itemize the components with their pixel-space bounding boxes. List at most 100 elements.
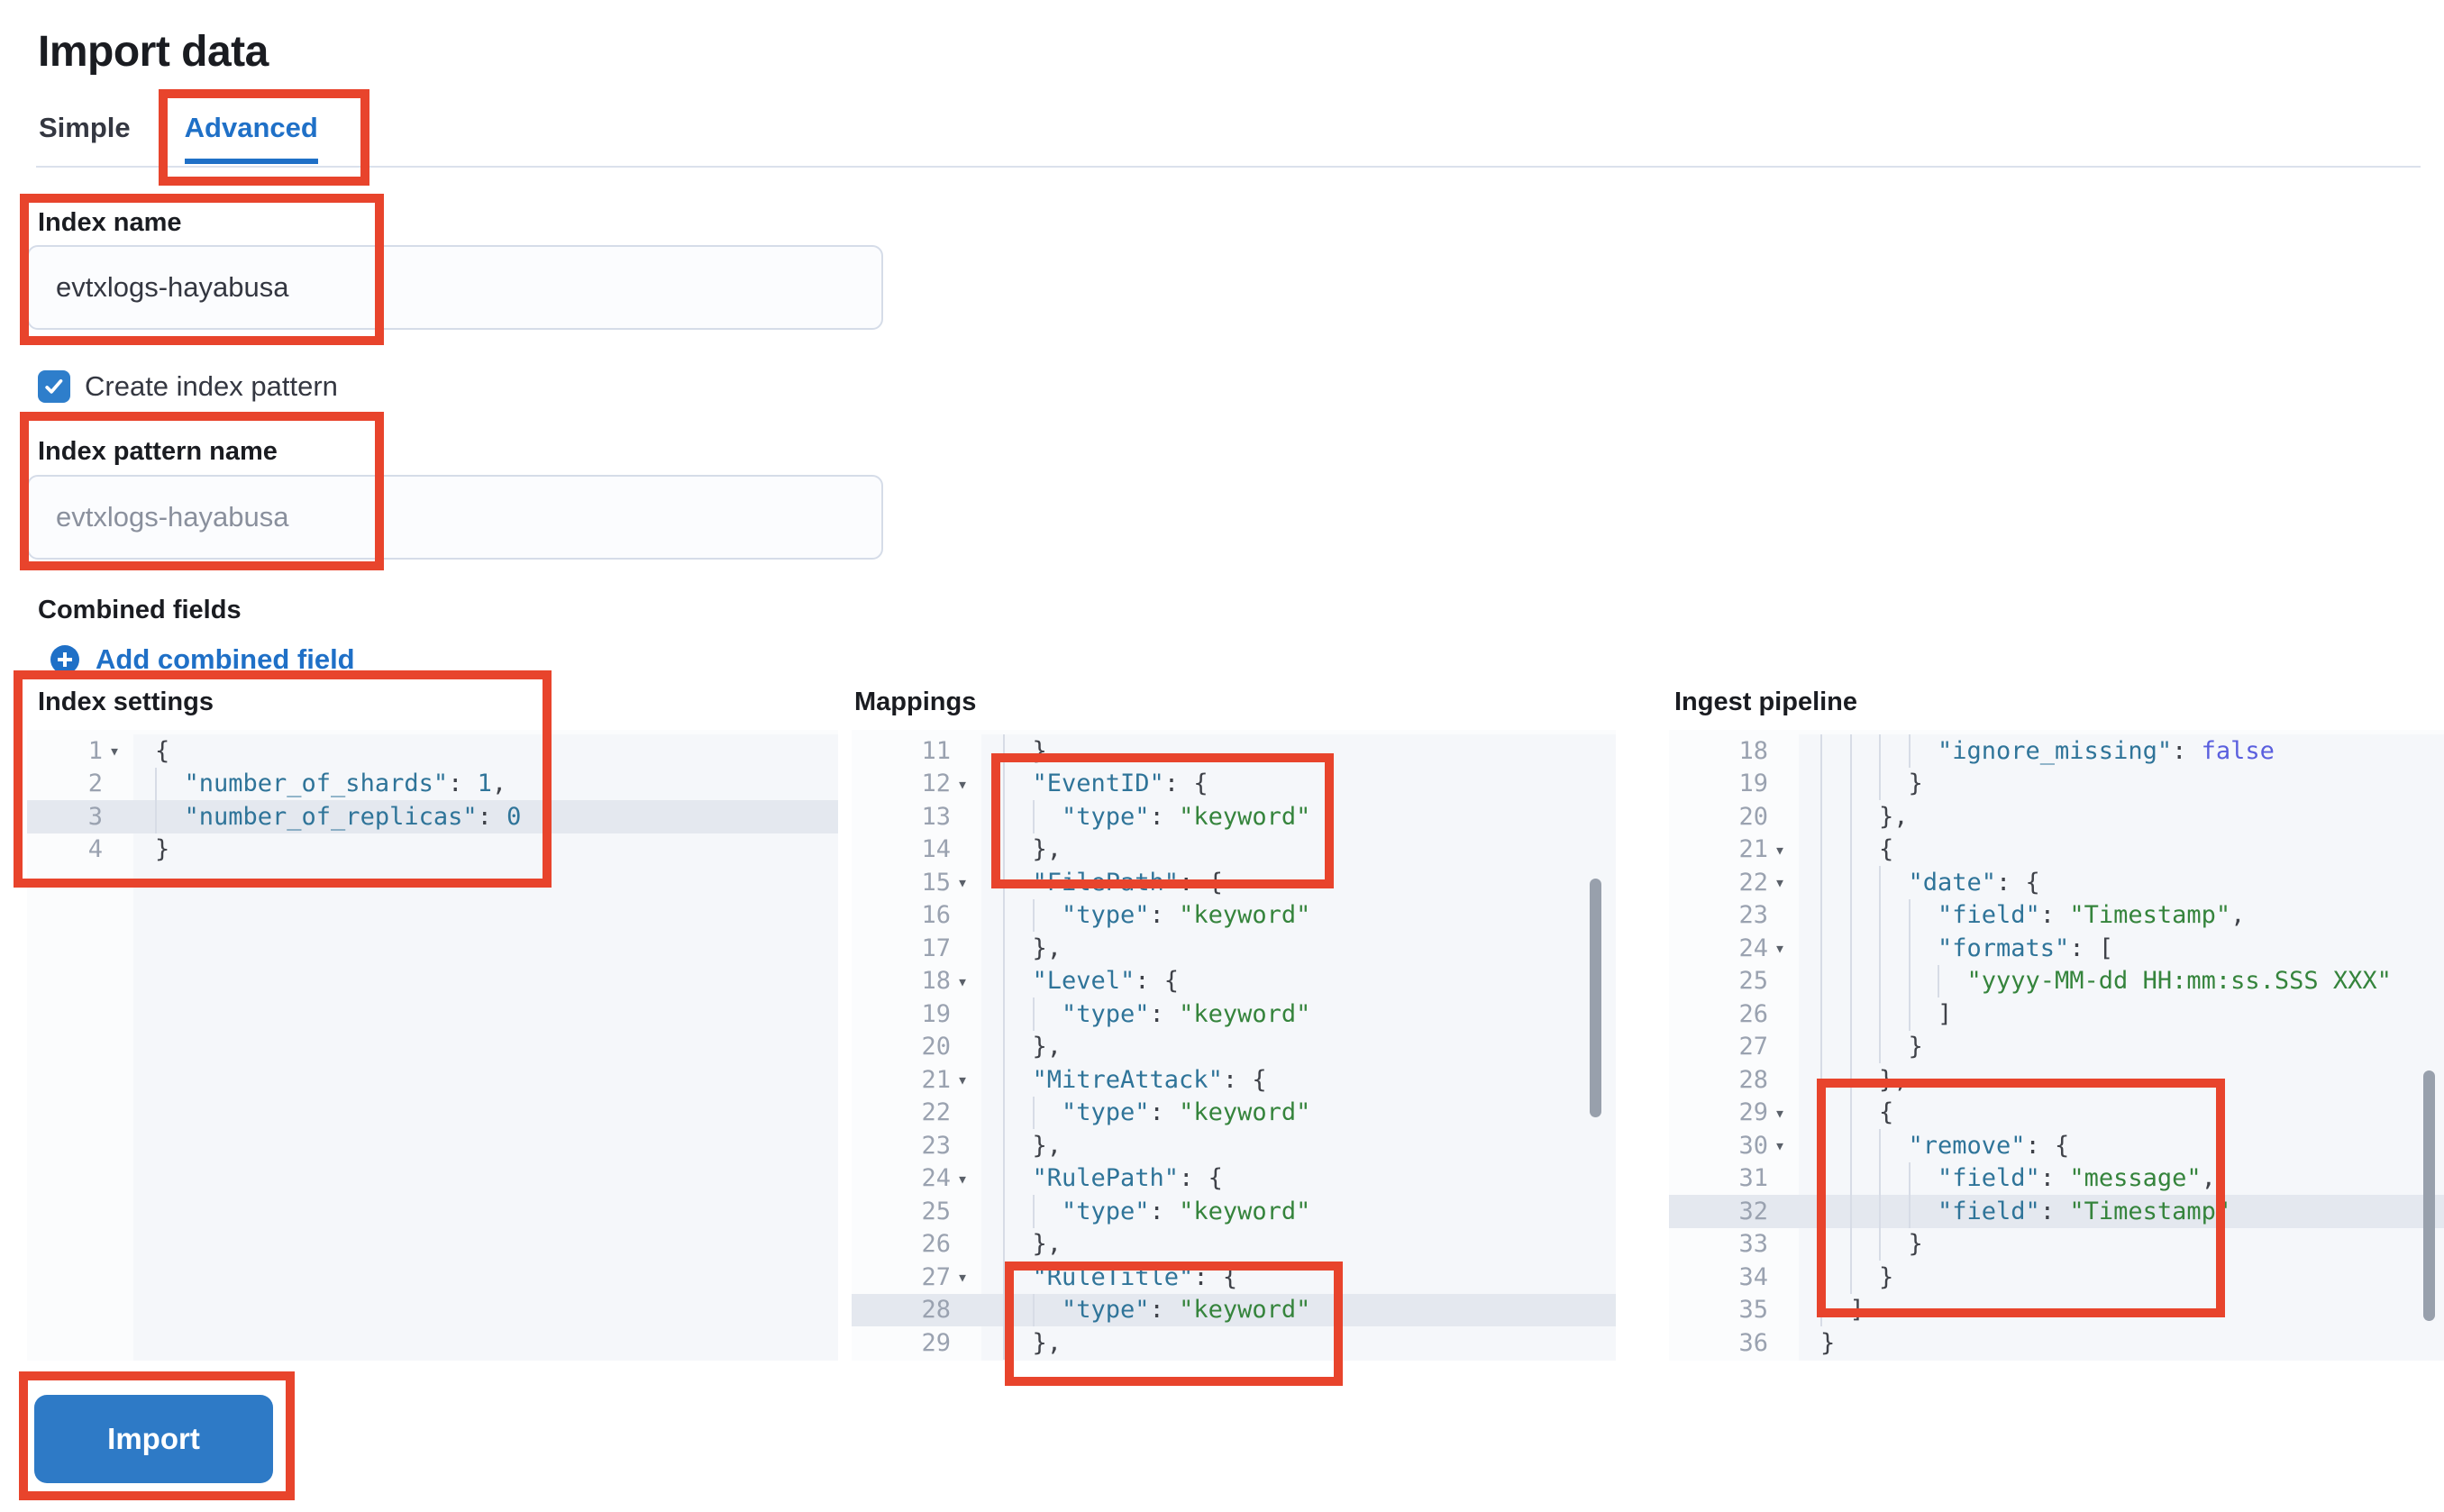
code-line: 15▾"FilePath": {: [852, 866, 1616, 899]
caret-down-icon[interactable]: ▾: [956, 1266, 969, 1289]
indent-guide: [1879, 1195, 1881, 1228]
add-combined-field-link[interactable]: Add combined field: [50, 643, 355, 676]
line-number: 28: [1669, 1063, 1799, 1097]
indent-guide: [1003, 1227, 1005, 1261]
tab-simple[interactable]: Simple: [39, 112, 131, 143]
caret-down-icon[interactable]: ▾: [1774, 1134, 1786, 1157]
code-text: },: [981, 734, 1616, 768]
indent-guide: [1003, 1326, 1005, 1360]
caret-down-icon[interactable]: ▾: [1774, 838, 1786, 861]
code-line: 2"number_of_shards": 1,: [27, 767, 838, 800]
code-text: "date": {: [1799, 866, 2444, 899]
index-settings-editor[interactable]: 1▾{2"number_of_shards": 1,3"number_of_re…: [27, 730, 838, 1361]
code-line: 24▾"formats": [: [1669, 932, 2444, 965]
line-number: 27: [1669, 1030, 1799, 1063]
code-line: 18▾"Level": {: [852, 964, 1616, 997]
code-text: "yyyy-MM-dd HH:mm:ss.SSS XXX": [1799, 964, 2444, 997]
index-name-input[interactable]: [27, 245, 883, 330]
caret-down-icon[interactable]: ▾: [956, 772, 969, 795]
indent-guide: [1849, 866, 1852, 899]
indent-guide: [1849, 932, 1852, 965]
mappings-scrollbar[interactable]: [1590, 879, 1601, 1117]
code-line: 19}: [1669, 767, 2444, 800]
line-number: 24▾: [1669, 932, 1799, 965]
tabbar-divider: [36, 166, 2421, 168]
code-text: "formats": [: [1799, 932, 2444, 965]
line-number: 20: [1669, 800, 1799, 833]
code-text: {: [1799, 1096, 2444, 1129]
indent-guide: [1849, 964, 1852, 997]
indent-guide: [1849, 1030, 1852, 1063]
caret-down-icon[interactable]: ▾: [1774, 871, 1786, 894]
line-number: 25: [1669, 964, 1799, 997]
caret-down-icon[interactable]: ▾: [956, 1167, 969, 1189]
caret-down-icon[interactable]: ▾: [1774, 937, 1786, 960]
line-number: 2: [27, 767, 133, 800]
index-pattern-name-label: Index pattern name: [38, 437, 278, 466]
code-text: }: [1799, 1261, 2444, 1294]
indent-guide: [1820, 1293, 1822, 1326]
indent-guide: [1908, 997, 1911, 1031]
line-number: 21▾: [1669, 833, 1799, 866]
indent-guide: [1879, 1030, 1881, 1063]
line-number: 12▾: [852, 767, 981, 800]
import-button[interactable]: Import: [34, 1395, 273, 1483]
indent-guide: [1003, 1030, 1005, 1063]
code-line: 23},: [852, 1129, 1616, 1162]
indent-guide: [1879, 1161, 1881, 1195]
index-pattern-name-input[interactable]: [27, 475, 883, 560]
code-text: }: [1799, 1030, 2444, 1063]
ingest-pipeline-scrollbar[interactable]: [2423, 1070, 2435, 1321]
indent-guide: [1879, 997, 1881, 1031]
indent-guide: [1849, 1063, 1852, 1097]
line-number: 13: [852, 800, 981, 833]
indent-guide: [1908, 932, 1911, 965]
indent-guide: [1849, 833, 1852, 866]
code-text: "type": "keyword": [981, 1096, 1616, 1129]
indent-guide: [1032, 1293, 1035, 1326]
create-index-pattern-checkbox[interactable]: [38, 370, 70, 403]
combined-fields-label: Combined fields: [38, 596, 242, 624]
indent-guide: [1879, 898, 1881, 932]
code-line: 17},: [852, 932, 1616, 965]
caret-down-icon[interactable]: ▾: [956, 970, 969, 992]
caret-down-icon[interactable]: ▾: [108, 740, 121, 762]
indent-guide: [1032, 1096, 1035, 1129]
line-number: 1▾: [27, 734, 133, 768]
indent-guide: [1003, 898, 1005, 932]
indent-guide: [1820, 833, 1822, 866]
code-text: },: [1799, 1063, 2444, 1097]
code-text: },: [981, 1030, 1616, 1063]
caret-down-icon[interactable]: ▾: [956, 871, 969, 894]
check-icon: [42, 375, 66, 398]
create-index-pattern-label[interactable]: Create index pattern: [85, 370, 338, 402]
line-number: 28: [852, 1293, 981, 1326]
code-text: "RuleTitle": {: [981, 1261, 1616, 1294]
code-text: "type": "keyword": [981, 800, 1616, 833]
line-number: 17: [852, 932, 981, 965]
indent-guide: [1820, 1129, 1822, 1162]
indent-guide: [1938, 964, 1939, 997]
tab-advanced[interactable]: Advanced: [184, 112, 318, 164]
plus-in-circle-icon[interactable]: [50, 645, 79, 674]
indent-guide: [1003, 964, 1005, 997]
code-line: 29▾{: [1669, 1096, 2444, 1129]
indent-guide: [1003, 800, 1005, 833]
indent-guide: [1820, 1261, 1822, 1294]
code-line: 19"type": "keyword": [852, 997, 1616, 1031]
line-number: 15▾: [852, 866, 981, 899]
indent-guide: [1879, 866, 1881, 899]
code-text: },: [981, 1326, 1616, 1360]
indent-guide: [1003, 1129, 1005, 1162]
indent-guide: [1820, 964, 1822, 997]
caret-down-icon[interactable]: ▾: [1774, 1101, 1786, 1124]
indent-guide: [1003, 866, 1005, 899]
code-line: 26]: [1669, 997, 2444, 1031]
line-number: 32: [1669, 1195, 1799, 1228]
mappings-editor[interactable]: 11},12▾"EventID": {13"type": "keyword"14…: [852, 730, 1616, 1361]
code-text: },: [981, 1227, 1616, 1261]
caret-down-icon[interactable]: ▾: [956, 1069, 969, 1091]
indent-guide: [1849, 1195, 1852, 1228]
ingest-pipeline-label: Ingest pipeline: [1674, 688, 1858, 716]
